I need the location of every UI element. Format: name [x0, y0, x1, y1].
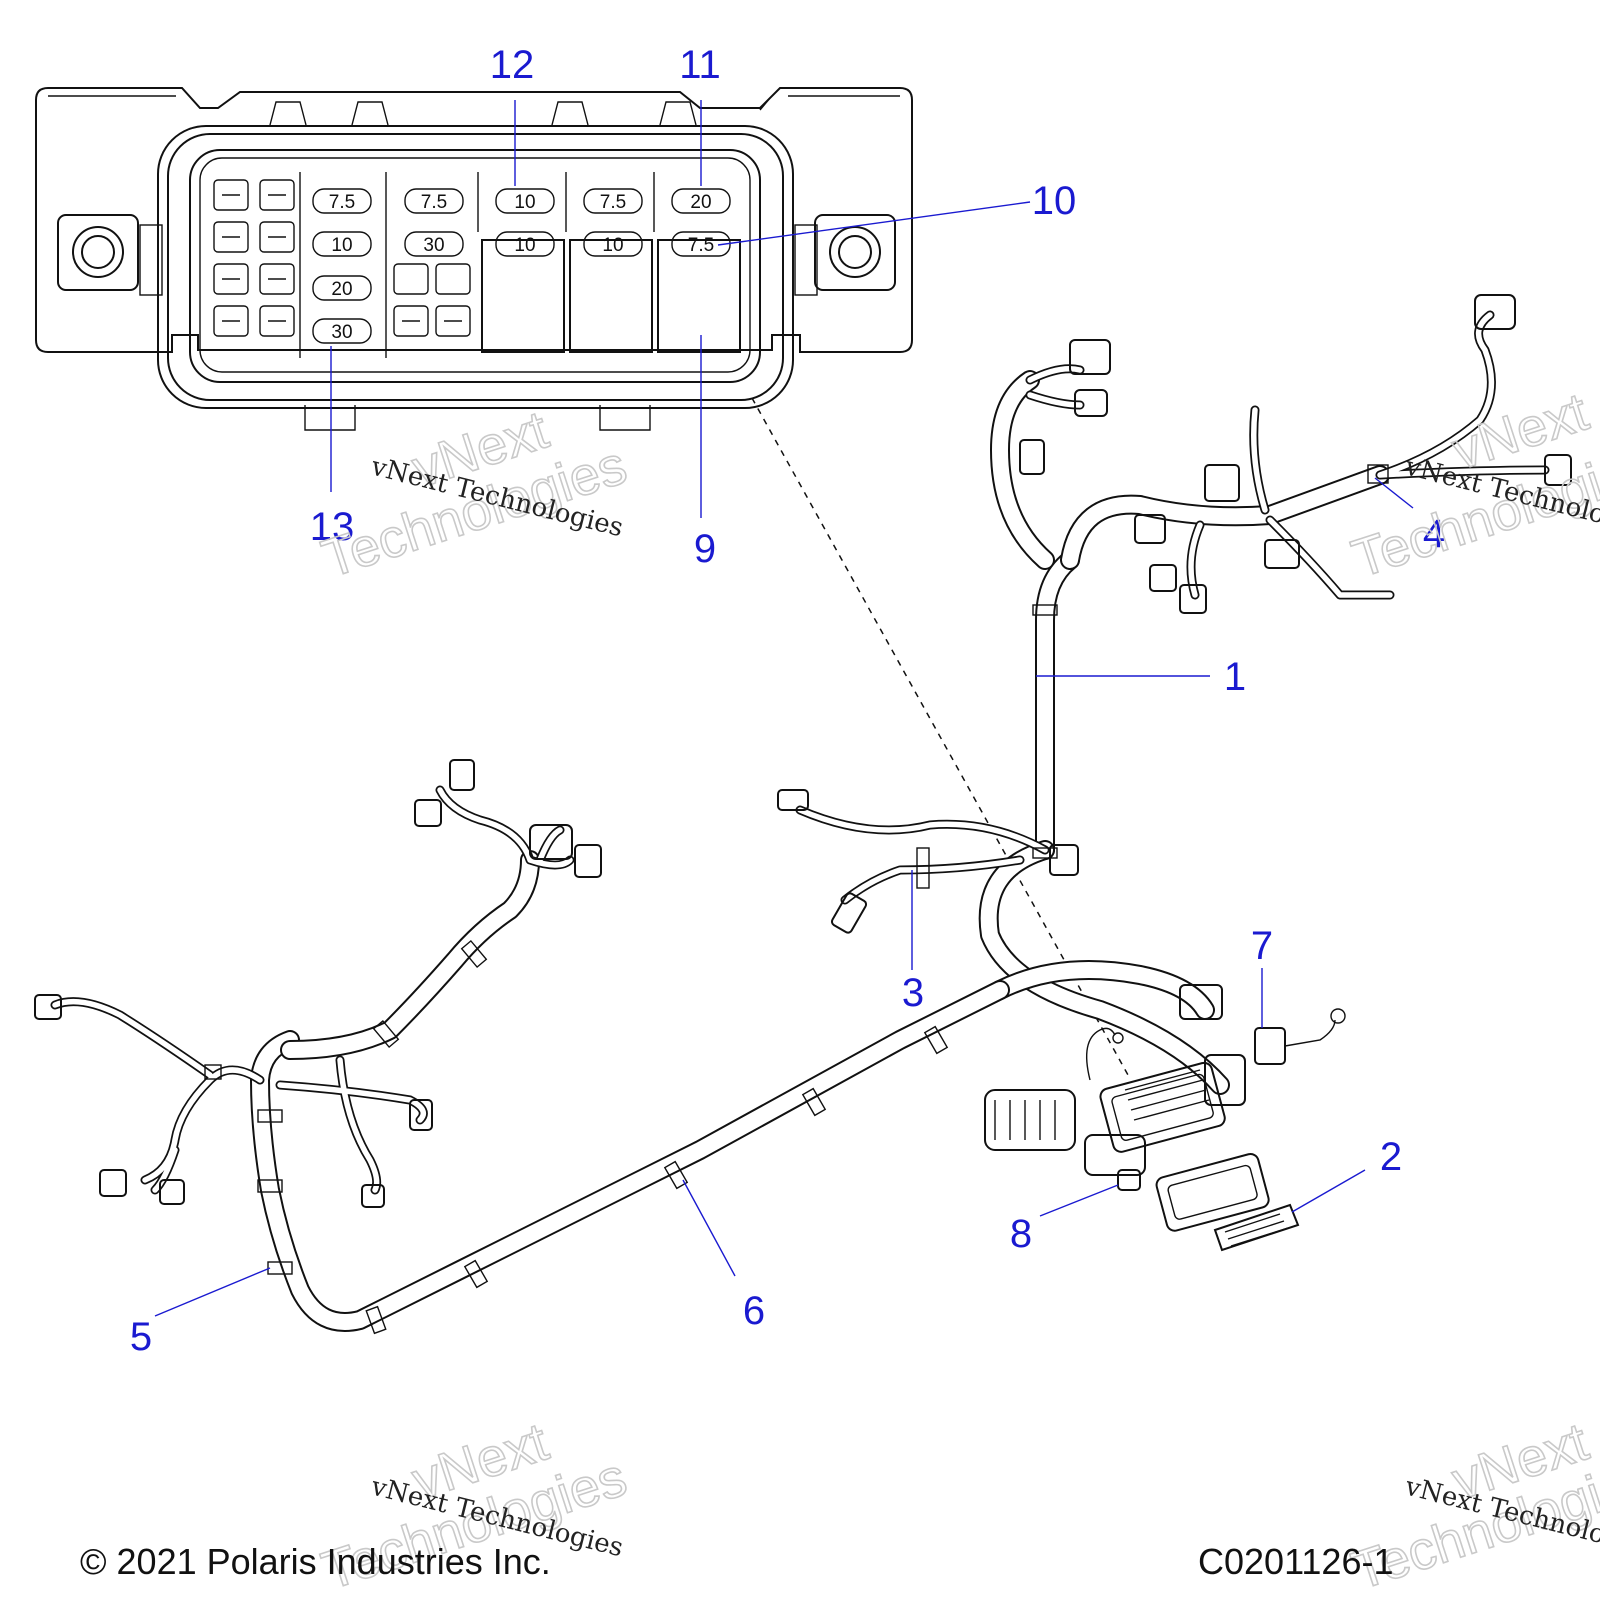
clip — [204, 1064, 222, 1080]
detail-leader-dashed — [751, 397, 1129, 1076]
fuse-value: 20 — [690, 192, 711, 213]
connector — [1049, 844, 1079, 876]
callout-5: 5 — [130, 1315, 152, 1359]
connector — [1264, 539, 1300, 569]
connector — [1204, 464, 1240, 502]
main-harness — [777, 294, 1572, 1252]
clip — [1367, 464, 1389, 484]
fuse-value: 7.5 — [421, 192, 447, 213]
connector — [574, 844, 602, 878]
connector — [414, 799, 442, 827]
connector — [34, 994, 62, 1020]
fuse-value: 10 — [514, 235, 535, 256]
clip — [923, 1025, 949, 1055]
relay-block-1 — [481, 239, 565, 353]
callout-8: 8 — [1010, 1212, 1032, 1256]
connector — [1069, 339, 1111, 375]
fuse-row-4: 30 — [312, 318, 372, 344]
clip — [365, 1305, 387, 1335]
callout-1: 1 — [1224, 655, 1246, 699]
bracket — [916, 847, 930, 889]
clip — [663, 1160, 689, 1190]
fuse-value: 30 — [423, 235, 444, 256]
clip — [267, 1261, 293, 1275]
connector — [361, 1184, 385, 1208]
connector — [1179, 984, 1223, 1020]
connector — [984, 1089, 1076, 1151]
callout-6: 6 — [743, 1289, 765, 1333]
clip — [372, 1019, 400, 1049]
copyright-notice: © 2021 Polaris Industries Inc. — [80, 1541, 551, 1582]
callout-12: 12 — [490, 43, 535, 87]
connector — [1254, 1027, 1286, 1065]
connector — [1204, 1054, 1246, 1106]
label-decal — [1213, 1203, 1300, 1252]
watermark-top-left: vNext Technologies vNext Technologies — [314, 399, 634, 590]
connector — [99, 1169, 127, 1197]
connector — [1179, 584, 1207, 614]
fuse-value: 10 — [514, 192, 535, 213]
connector — [1544, 454, 1572, 486]
clip — [257, 1179, 283, 1193]
callout-numbers: 1 2 3 4 5 6 7 8 9 10 11 12 13 — [130, 43, 1445, 1359]
connector — [1084, 1134, 1146, 1176]
fuse-value: 10 — [331, 235, 352, 256]
callout-9: 9 — [694, 527, 716, 571]
callout-13: 13 — [310, 505, 355, 549]
fuse-value: 10 — [602, 235, 623, 256]
fuse-value: 30 — [331, 322, 352, 343]
callout-3: 3 — [902, 971, 924, 1015]
connector — [1134, 514, 1166, 544]
clip — [460, 939, 488, 969]
small-fuse — [1117, 1169, 1141, 1191]
connector — [1474, 294, 1516, 330]
fuse-row-3: 20 — [312, 275, 372, 301]
connector — [777, 789, 809, 811]
relay-block-3 — [657, 239, 741, 353]
electronic-module — [1155, 1153, 1270, 1232]
fuse-value: 7.5 — [329, 192, 355, 213]
connector — [1074, 389, 1108, 417]
callout-leaders — [154, 100, 1414, 1317]
connector — [830, 892, 868, 934]
connector — [529, 824, 573, 860]
clip — [1032, 604, 1058, 616]
clip — [1032, 847, 1058, 859]
fuse-value: 20 — [331, 279, 352, 300]
clip — [463, 1259, 489, 1289]
callout-4: 4 — [1423, 512, 1445, 556]
callout-11: 11 — [679, 43, 721, 87]
fuse-value: 7.5 — [688, 235, 714, 256]
callout-7: 7 — [1251, 924, 1273, 968]
connector — [449, 759, 475, 791]
fuse-value: 7.5 — [600, 192, 626, 213]
callout-10: 10 — [1032, 179, 1077, 223]
connector — [1019, 439, 1045, 475]
connector — [409, 1099, 433, 1131]
fuse-row-1: 7.5 7.5 10 7.5 20 — [312, 188, 731, 214]
clip — [801, 1087, 827, 1117]
connector — [1149, 564, 1177, 592]
relay-block-2 — [569, 239, 653, 353]
installed-fuse-box — [984, 1054, 1246, 1176]
figure-id: C0201126-1 — [1198, 1541, 1394, 1582]
clip — [257, 1109, 283, 1123]
fuse-row-2: 10 30 10 10 7.5 — [312, 231, 731, 257]
fuse-box-detail: 7.5 7.5 10 7.5 20 10 30 10 10 7.5 20 — [35, 87, 913, 431]
chassis-harness — [34, 759, 1010, 1335]
fuse-slots — [213, 179, 471, 337]
callout-2: 2 — [1380, 1135, 1402, 1179]
connector — [159, 1179, 185, 1205]
watermark-top-right: vNext Technologies vNext Technologies — [1344, 381, 1600, 590]
